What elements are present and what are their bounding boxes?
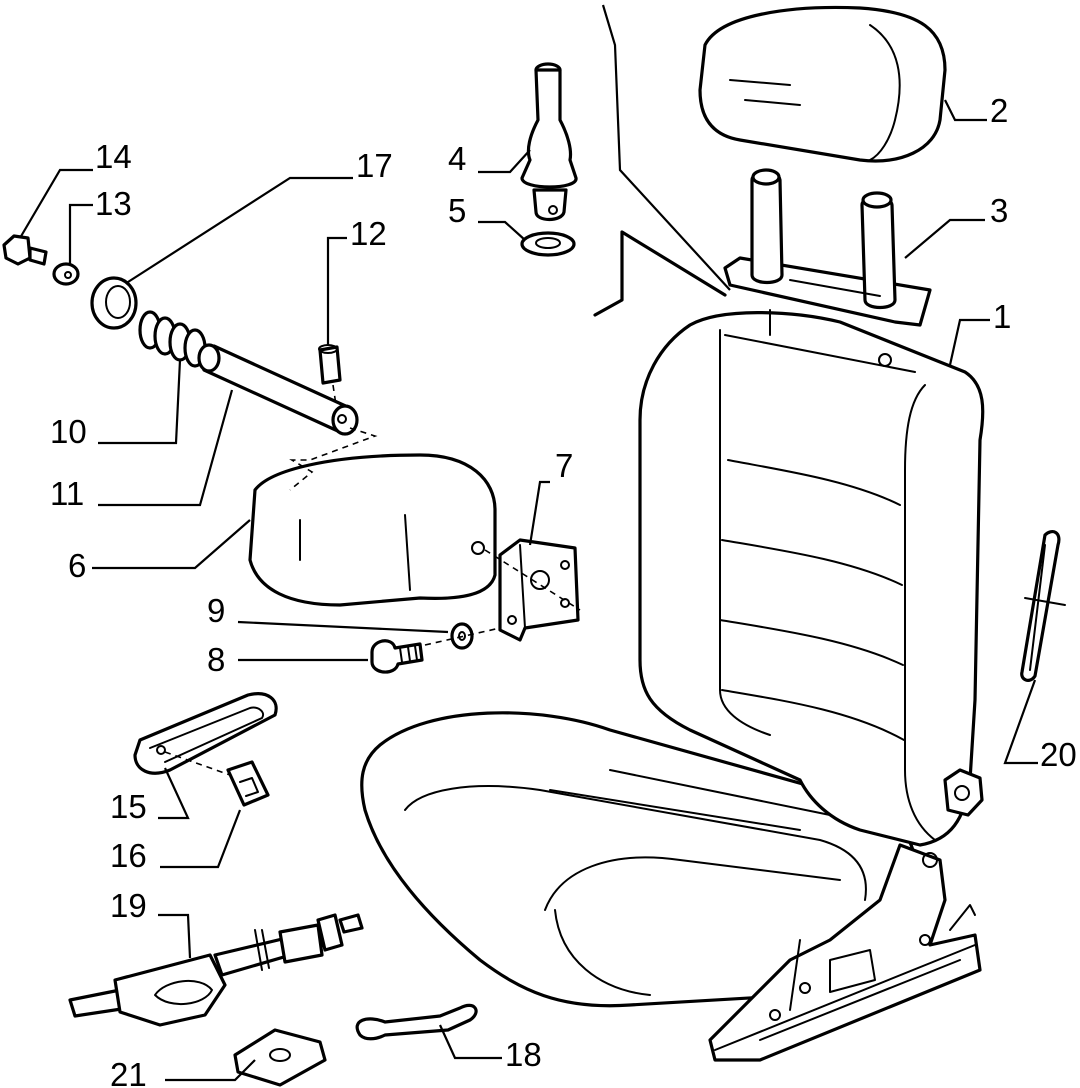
callout-1: 1	[993, 298, 1011, 335]
callout-2: 2	[990, 92, 1008, 129]
callout-5: 5	[448, 192, 466, 229]
part-21-plate	[233, 1028, 327, 1087]
part-6-armrest	[248, 453, 497, 607]
callout-10: 10	[50, 413, 87, 450]
leader-lines	[19, 99, 1038, 1082]
part-11-tube	[197, 343, 359, 436]
callout-13: 13	[95, 185, 132, 222]
callout-labels: 1 2 3 4 5 6 7 8 9 10 11 12 13 14 15 16 1…	[50, 92, 1077, 1088]
callout-6: 6	[68, 547, 86, 584]
part-5-washer	[520, 231, 576, 257]
part-2-headrest	[698, 5, 947, 163]
part-7-bracket	[484, 538, 581, 642]
part-15-trim	[133, 692, 278, 776]
callout-20: 20	[1040, 736, 1077, 773]
callout-18: 18	[505, 1036, 542, 1073]
callout-19: 19	[110, 887, 147, 924]
callout-3: 3	[990, 192, 1008, 229]
part-3-headrest-guides	[723, 168, 932, 327]
callout-8: 8	[207, 641, 225, 678]
part-17-bushing	[90, 276, 138, 330]
part-8-screw	[370, 639, 424, 674]
callout-11: 11	[50, 475, 84, 512]
assembly-dash-line	[289, 427, 378, 491]
assembly-lines	[593, 4, 731, 317]
callout-12: 12	[350, 215, 387, 252]
callout-4: 4	[448, 140, 466, 177]
callout-15: 15	[110, 788, 147, 825]
callout-9: 9	[207, 592, 225, 629]
part-20-strap	[1020, 530, 1066, 682]
callout-7: 7	[555, 447, 573, 484]
part-18-cable	[355, 1003, 478, 1041]
part-16-clip	[226, 760, 270, 807]
callout-14: 14	[95, 138, 132, 175]
part-9-washer	[424, 622, 501, 650]
part-1-seat	[360, 309, 985, 1062]
callout-21: 21	[110, 1056, 147, 1088]
callout-16: 16	[110, 837, 147, 874]
part-14-bolt	[2, 234, 48, 266]
part-4-sleeve	[520, 62, 578, 222]
part-10-spring	[138, 310, 207, 368]
part-19-rod	[68, 913, 364, 1027]
part-13-washer	[52, 262, 80, 286]
callout-17: 17	[356, 147, 393, 184]
